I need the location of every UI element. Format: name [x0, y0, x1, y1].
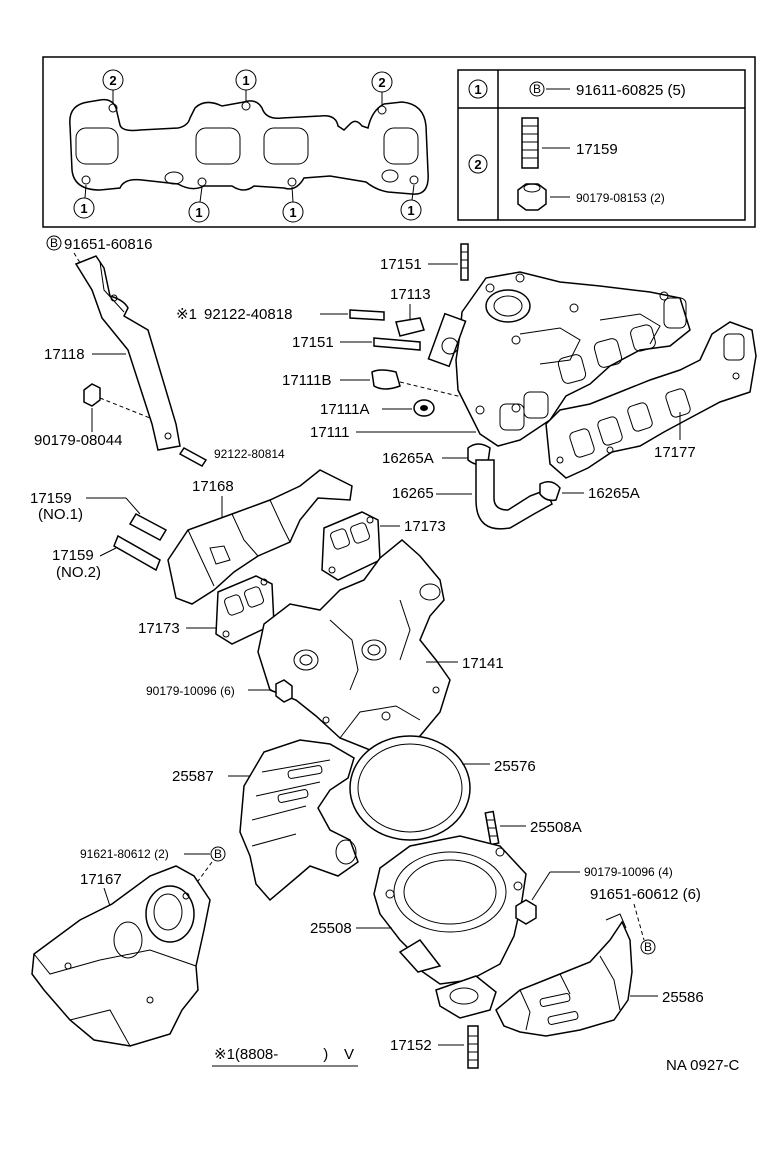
label-91651-60816: 91651-60816	[64, 236, 152, 253]
label-25508: 25508	[310, 920, 352, 937]
gasket-marker-bottom-4: 1	[407, 203, 414, 218]
label-90179-10096-4: 90179-10096 (4)	[584, 865, 673, 879]
bullet-b-left: B	[214, 847, 222, 861]
footnote-suffix: V	[344, 1046, 354, 1063]
label-17152: 17152	[390, 1037, 432, 1054]
gasket-marker-bottom-1: 1	[80, 201, 87, 216]
label-17111a: 17111A	[320, 401, 370, 418]
gasket-17173-left: 17173	[138, 575, 275, 645]
stud-17152: 17152	[390, 1025, 479, 1069]
label-17118: 17118	[44, 346, 85, 363]
diagram-code: NA 0927-C	[666, 1057, 740, 1074]
insulator-17167: 91621-80612 (2) B 17167	[31, 846, 226, 1047]
gasket-marker-top-right: 2	[378, 75, 385, 90]
nut-90179-10096-6: 90179-10096 (6)	[146, 679, 293, 703]
label-17111: 17111	[310, 424, 350, 441]
manifold-17111	[427, 271, 691, 447]
gasket-markers: 2 1 2 1 1 1 1	[73, 69, 422, 223]
bullet-b-right: B	[644, 940, 652, 954]
legend-marker-2: 2	[474, 157, 481, 172]
label-17151-mid: 17151	[292, 334, 334, 351]
gasket-25576: 25576	[349, 735, 536, 841]
insulator-17168: 17168	[167, 469, 353, 605]
exhaust-manifold-17141: 17141	[257, 539, 504, 751]
insulator-25587: 25587	[172, 739, 359, 902]
label-17159-no2-sub: (NO.2)	[56, 564, 101, 581]
legend-marker-1: 1	[474, 82, 481, 97]
label-25586: 25586	[662, 989, 704, 1006]
label-92122-80814: 92122-80814	[214, 447, 285, 461]
legend-part-90179-08153: 90179-08153 (2)	[576, 191, 665, 205]
label-16265a-right: 16265A	[588, 485, 640, 502]
label-25508a: 25508A	[530, 819, 582, 836]
label-17159-no1: 17159	[30, 490, 72, 507]
label-16265: 16265	[392, 485, 434, 502]
insulator-25586: 25586	[495, 913, 704, 1037]
label-17159-no1-sub: (NO.1)	[38, 506, 83, 523]
converter-25508: 25508	[310, 835, 537, 1019]
label-17167: 17167	[80, 871, 122, 888]
label-17173-left: 17173	[138, 620, 180, 637]
stud-92122-80814	[178, 447, 208, 467]
label-90179-10096-6: 90179-10096 (6)	[146, 684, 235, 698]
label-16265a-top: 16265A	[382, 450, 434, 467]
inset-gasket	[69, 98, 429, 195]
bullet-b-top: B	[50, 236, 58, 250]
bracket-17118: B 91651-60816 17118 90179-08044 92122-80…	[34, 235, 285, 467]
legend-part-17159: 17159	[576, 141, 618, 158]
label-17159-no2: 17159	[52, 547, 94, 564]
hose-16265: 16265A 16265 16265A	[382, 443, 640, 530]
gasket-17177: 17177	[545, 321, 757, 479]
label-91651-60612: 91651-60612 (6)	[590, 886, 701, 903]
gasket-17173-top: 17173	[321, 511, 446, 581]
gasket-marker-top-center: 1	[242, 73, 249, 88]
label-91621-80612: 91621-80612 (2)	[80, 847, 169, 861]
inset-legend-table: 1 2 B 91611-60825 (5) 17159	[457, 69, 746, 221]
label-92122-40818: 92122-40818	[204, 306, 292, 323]
label-90179-08044: 90179-08044	[34, 432, 122, 449]
stud-25508a: 25508A	[484, 810, 582, 846]
label-17151-top: 17151	[380, 256, 422, 273]
gasket-marker-bottom-3: 1	[289, 205, 296, 220]
gasket-marker-top-left: 2	[109, 73, 116, 88]
label-17113: 17113	[390, 286, 431, 303]
legend-bullet-b: B	[533, 82, 541, 96]
label-92122-40818-prefix: ※1	[176, 306, 197, 323]
label-17168: 17168	[192, 478, 234, 495]
footnote: ※1(8808- ) V	[212, 1046, 358, 1067]
nut-icon	[517, 183, 547, 211]
studs-17159: 17159 (NO.1) 17159 (NO.2)	[30, 490, 168, 581]
label-17177: 17177	[654, 444, 696, 461]
fasteners-right: 90179-10096 (4) 91651-60612 (6) B	[531, 865, 701, 955]
manifold-fasteners: 17151 17113 ※1 92122-40818 17151 17111B …	[176, 243, 476, 441]
stud-icon	[521, 117, 539, 169]
label-17173-top: 17173	[404, 518, 446, 535]
label-25587: 25587	[172, 768, 214, 785]
footnote-text: ※1(8808- )	[214, 1046, 328, 1063]
label-17141: 17141	[462, 655, 504, 672]
legend-part-91611: 91611-60825 (5)	[576, 82, 686, 99]
label-17111b: 17111B	[282, 372, 332, 389]
label-25576: 25576	[494, 758, 536, 775]
gasket-marker-bottom-2: 1	[195, 205, 202, 220]
nut-90179-08044	[83, 383, 151, 419]
inset-box: 1 2 B 91611-60825 (5) 17159	[42, 56, 756, 228]
